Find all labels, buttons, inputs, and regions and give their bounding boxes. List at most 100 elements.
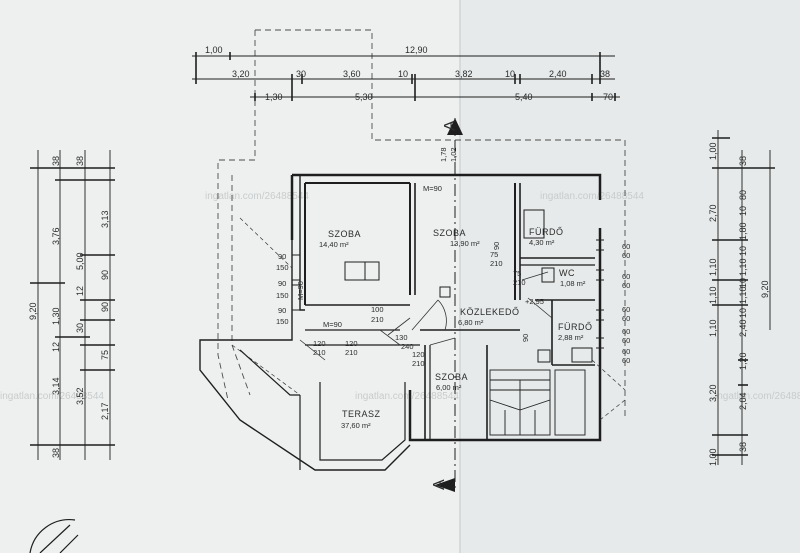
dimension-value: 30 bbox=[75, 323, 85, 333]
dimension-value: 9,20 bbox=[28, 302, 38, 320]
dimension-value: 38 bbox=[600, 69, 610, 79]
opening-label: 90 bbox=[492, 242, 501, 250]
room-area: 6,80 m² bbox=[458, 318, 484, 327]
watermark: ingatlan.com/26488544 bbox=[0, 391, 104, 402]
opening-label: 60 bbox=[622, 305, 630, 314]
level-mark: +2,95 bbox=[525, 297, 544, 306]
dimension-value: 12,90 bbox=[405, 45, 428, 55]
opening-label: 60 bbox=[622, 356, 630, 365]
opening-label: 60 bbox=[622, 347, 630, 356]
dimension-value: 38 bbox=[75, 156, 85, 166]
dimension-value: 10 bbox=[738, 308, 748, 318]
room-area: 4,30 m² bbox=[529, 238, 555, 247]
top-dimension-labels: 1,00 12,90 3,20 30 3,60 10 3,82 10 2,40 … bbox=[205, 45, 613, 102]
opening-label: 150 bbox=[276, 317, 289, 326]
room-name: TERASZ bbox=[342, 409, 381, 419]
dimension-value: 1,80 bbox=[738, 222, 748, 240]
dimension-value: 1,20 bbox=[738, 352, 748, 370]
dimension-value: 1,10 bbox=[738, 286, 748, 304]
opening-label: 150 bbox=[276, 263, 289, 272]
opening-label: 240 bbox=[401, 342, 414, 351]
opening-label: 75 bbox=[490, 250, 498, 259]
room-name: KÖZLEKEDŐ bbox=[460, 307, 520, 317]
dimension-value: 38 bbox=[738, 442, 748, 452]
dimension-value: 10 bbox=[738, 206, 748, 216]
dimension-value: 38 bbox=[51, 156, 61, 166]
top-dimension-chains bbox=[192, 52, 620, 101]
dimension-value: 10 bbox=[505, 69, 515, 79]
room-area: 13,90 m² bbox=[450, 239, 480, 248]
opening-label: 60 bbox=[622, 314, 630, 323]
dimension-value: 38 bbox=[738, 156, 748, 166]
dimension-value: 9,20 bbox=[760, 280, 770, 298]
dimension-value: 38 bbox=[51, 448, 61, 458]
dimension-value: 10 bbox=[738, 278, 748, 288]
opening-label: 120 bbox=[412, 350, 425, 359]
dimension-value: 2,70 bbox=[708, 204, 718, 222]
dimension-value: 3,13 bbox=[100, 210, 110, 228]
watermark: ingatlan.com/26488544 bbox=[540, 191, 644, 202]
dimension-value: 70 bbox=[603, 92, 613, 102]
dimension-value: 2,40 bbox=[738, 319, 748, 337]
opening-label: 210 bbox=[412, 359, 425, 368]
section-mark-top: A bbox=[442, 120, 459, 131]
paper-left bbox=[0, 0, 460, 553]
right-dimension-chains bbox=[712, 130, 775, 465]
opening-label: 210 bbox=[490, 259, 503, 268]
opening-label: 90 bbox=[278, 306, 286, 315]
opening-label: M=90 bbox=[323, 320, 342, 329]
opening-label: 210 bbox=[513, 278, 526, 287]
opening-label: 120 bbox=[345, 339, 358, 348]
dimension-value: 1,00 bbox=[708, 448, 718, 466]
opening-label: 210 bbox=[345, 348, 358, 357]
dimension-value: 3,60 bbox=[343, 69, 361, 79]
dimension-value: 1,30 bbox=[265, 92, 283, 102]
watermarks: ingatlan.com/26488544 ingatlan.com/26488… bbox=[0, 191, 800, 402]
dimension-value: 12 bbox=[75, 286, 85, 296]
dimension-value: 1,10 bbox=[708, 286, 718, 304]
section-line: A A bbox=[431, 118, 463, 492]
paper-right bbox=[460, 0, 800, 553]
room-name: WC bbox=[559, 268, 575, 278]
opening-label: 120 bbox=[313, 339, 326, 348]
left-dimension-labels: 9,20 38 3,76 1,30 12 3,14 38 12 30 38 3,… bbox=[28, 156, 110, 458]
opening-label: 60 bbox=[622, 272, 630, 281]
dimension-value: 3,20 bbox=[708, 384, 718, 402]
dimension-value: 12 bbox=[51, 342, 61, 352]
dimension-value: 3,76 bbox=[51, 227, 61, 245]
dimension-value: 3,20 bbox=[232, 69, 250, 79]
dimension-value: 75 bbox=[100, 350, 110, 360]
watermark: ingatlan.com/26488544 bbox=[355, 391, 459, 402]
opening-label: M=90 bbox=[423, 184, 442, 193]
room-area: 2,88 m² bbox=[558, 333, 584, 342]
dimension-value: 90 bbox=[100, 270, 110, 280]
dimension-value: 2,17 bbox=[100, 402, 110, 420]
door-swings bbox=[299, 271, 553, 361]
left-dimension-chains bbox=[30, 150, 115, 460]
opening-label: 130 bbox=[395, 333, 408, 342]
dimension-value: 80 bbox=[738, 190, 748, 200]
dimension-value: 1,10 bbox=[708, 319, 718, 337]
opening-label: 60 bbox=[622, 327, 630, 336]
dimension-value: 1,10 bbox=[738, 258, 748, 276]
opening-label: 60 bbox=[622, 281, 630, 290]
opening-labels: M=90 M=90 M=90 90 150 90 150 90 150 100 … bbox=[276, 147, 630, 368]
room-name: SZOBA bbox=[435, 372, 468, 382]
walls bbox=[199, 173, 602, 471]
dimension-value: 30 bbox=[296, 69, 306, 79]
opening-label: 1,78 bbox=[439, 147, 448, 162]
section-mark-bottom: A bbox=[431, 479, 448, 490]
opening-label: 90 bbox=[278, 279, 286, 288]
room-area: 6,00 m² bbox=[436, 383, 462, 392]
opening-label: 100 bbox=[371, 305, 384, 314]
opening-label: 210 bbox=[371, 315, 384, 324]
windows bbox=[292, 239, 604, 349]
dimension-value: 1,30 bbox=[51, 307, 61, 325]
opening-label: 60 bbox=[622, 242, 630, 251]
room-name: SZOBA bbox=[433, 228, 466, 238]
dimension-value: 3,82 bbox=[455, 69, 473, 79]
opening-label: 60 bbox=[622, 251, 630, 260]
dimension-value: 3,14 bbox=[51, 377, 61, 395]
dimension-value: 1,10 bbox=[708, 258, 718, 276]
